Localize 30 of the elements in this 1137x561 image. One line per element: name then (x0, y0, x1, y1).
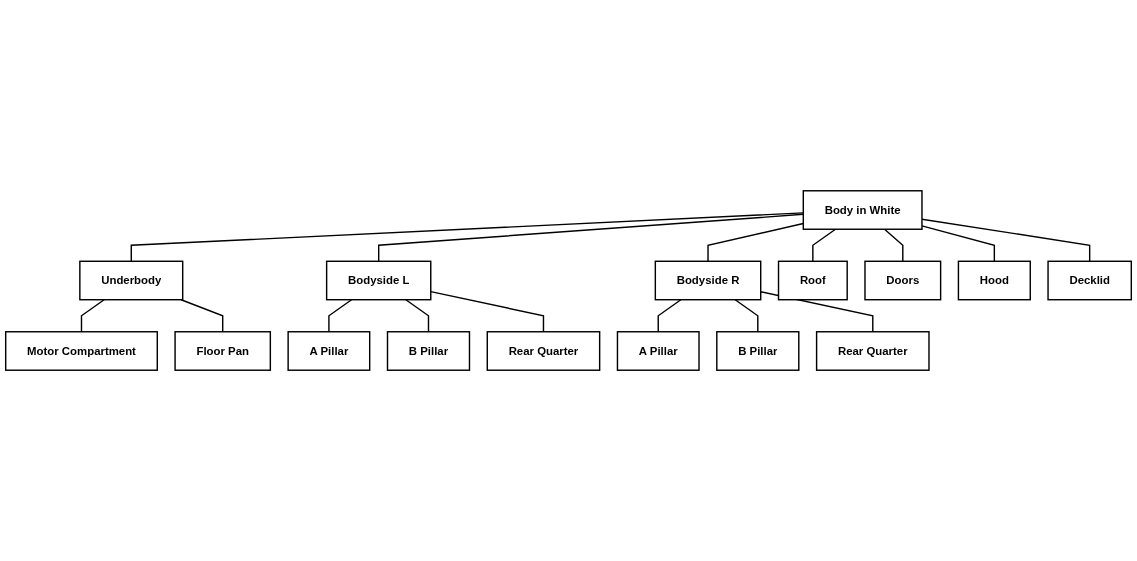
node-box: Bodyside R (654, 260, 762, 301)
node-box: Motor Compartment (5, 331, 158, 371)
connector (883, 228, 904, 262)
node-box: B Pillar (716, 331, 800, 371)
node-box: Body in White (802, 190, 923, 230)
node-box: Bodyside L (325, 260, 432, 301)
connector (812, 228, 837, 262)
connector (80, 299, 105, 333)
connector (405, 299, 430, 333)
node-box: B Pillar (386, 331, 471, 371)
node-box: Decklid (1047, 260, 1132, 301)
connector (130, 212, 804, 262)
connector (378, 213, 804, 262)
connector (657, 299, 682, 333)
connector (921, 218, 1091, 262)
node-box: Doors (864, 260, 942, 301)
node-box: Roof (777, 260, 848, 301)
node-box: Rear Quarter (486, 331, 601, 371)
connector (180, 299, 224, 333)
node-box: Hood (957, 260, 1031, 301)
connector (328, 299, 353, 333)
node-box: A Pillar (616, 331, 700, 371)
node-box: Rear Quarter (815, 331, 930, 371)
connector (921, 225, 996, 262)
node-box: A Pillar (287, 331, 371, 371)
connector (707, 222, 804, 262)
node-box: Floor Pan (174, 331, 272, 371)
node-box: Underbody (79, 260, 184, 301)
connector (430, 290, 545, 333)
connector (734, 299, 759, 333)
